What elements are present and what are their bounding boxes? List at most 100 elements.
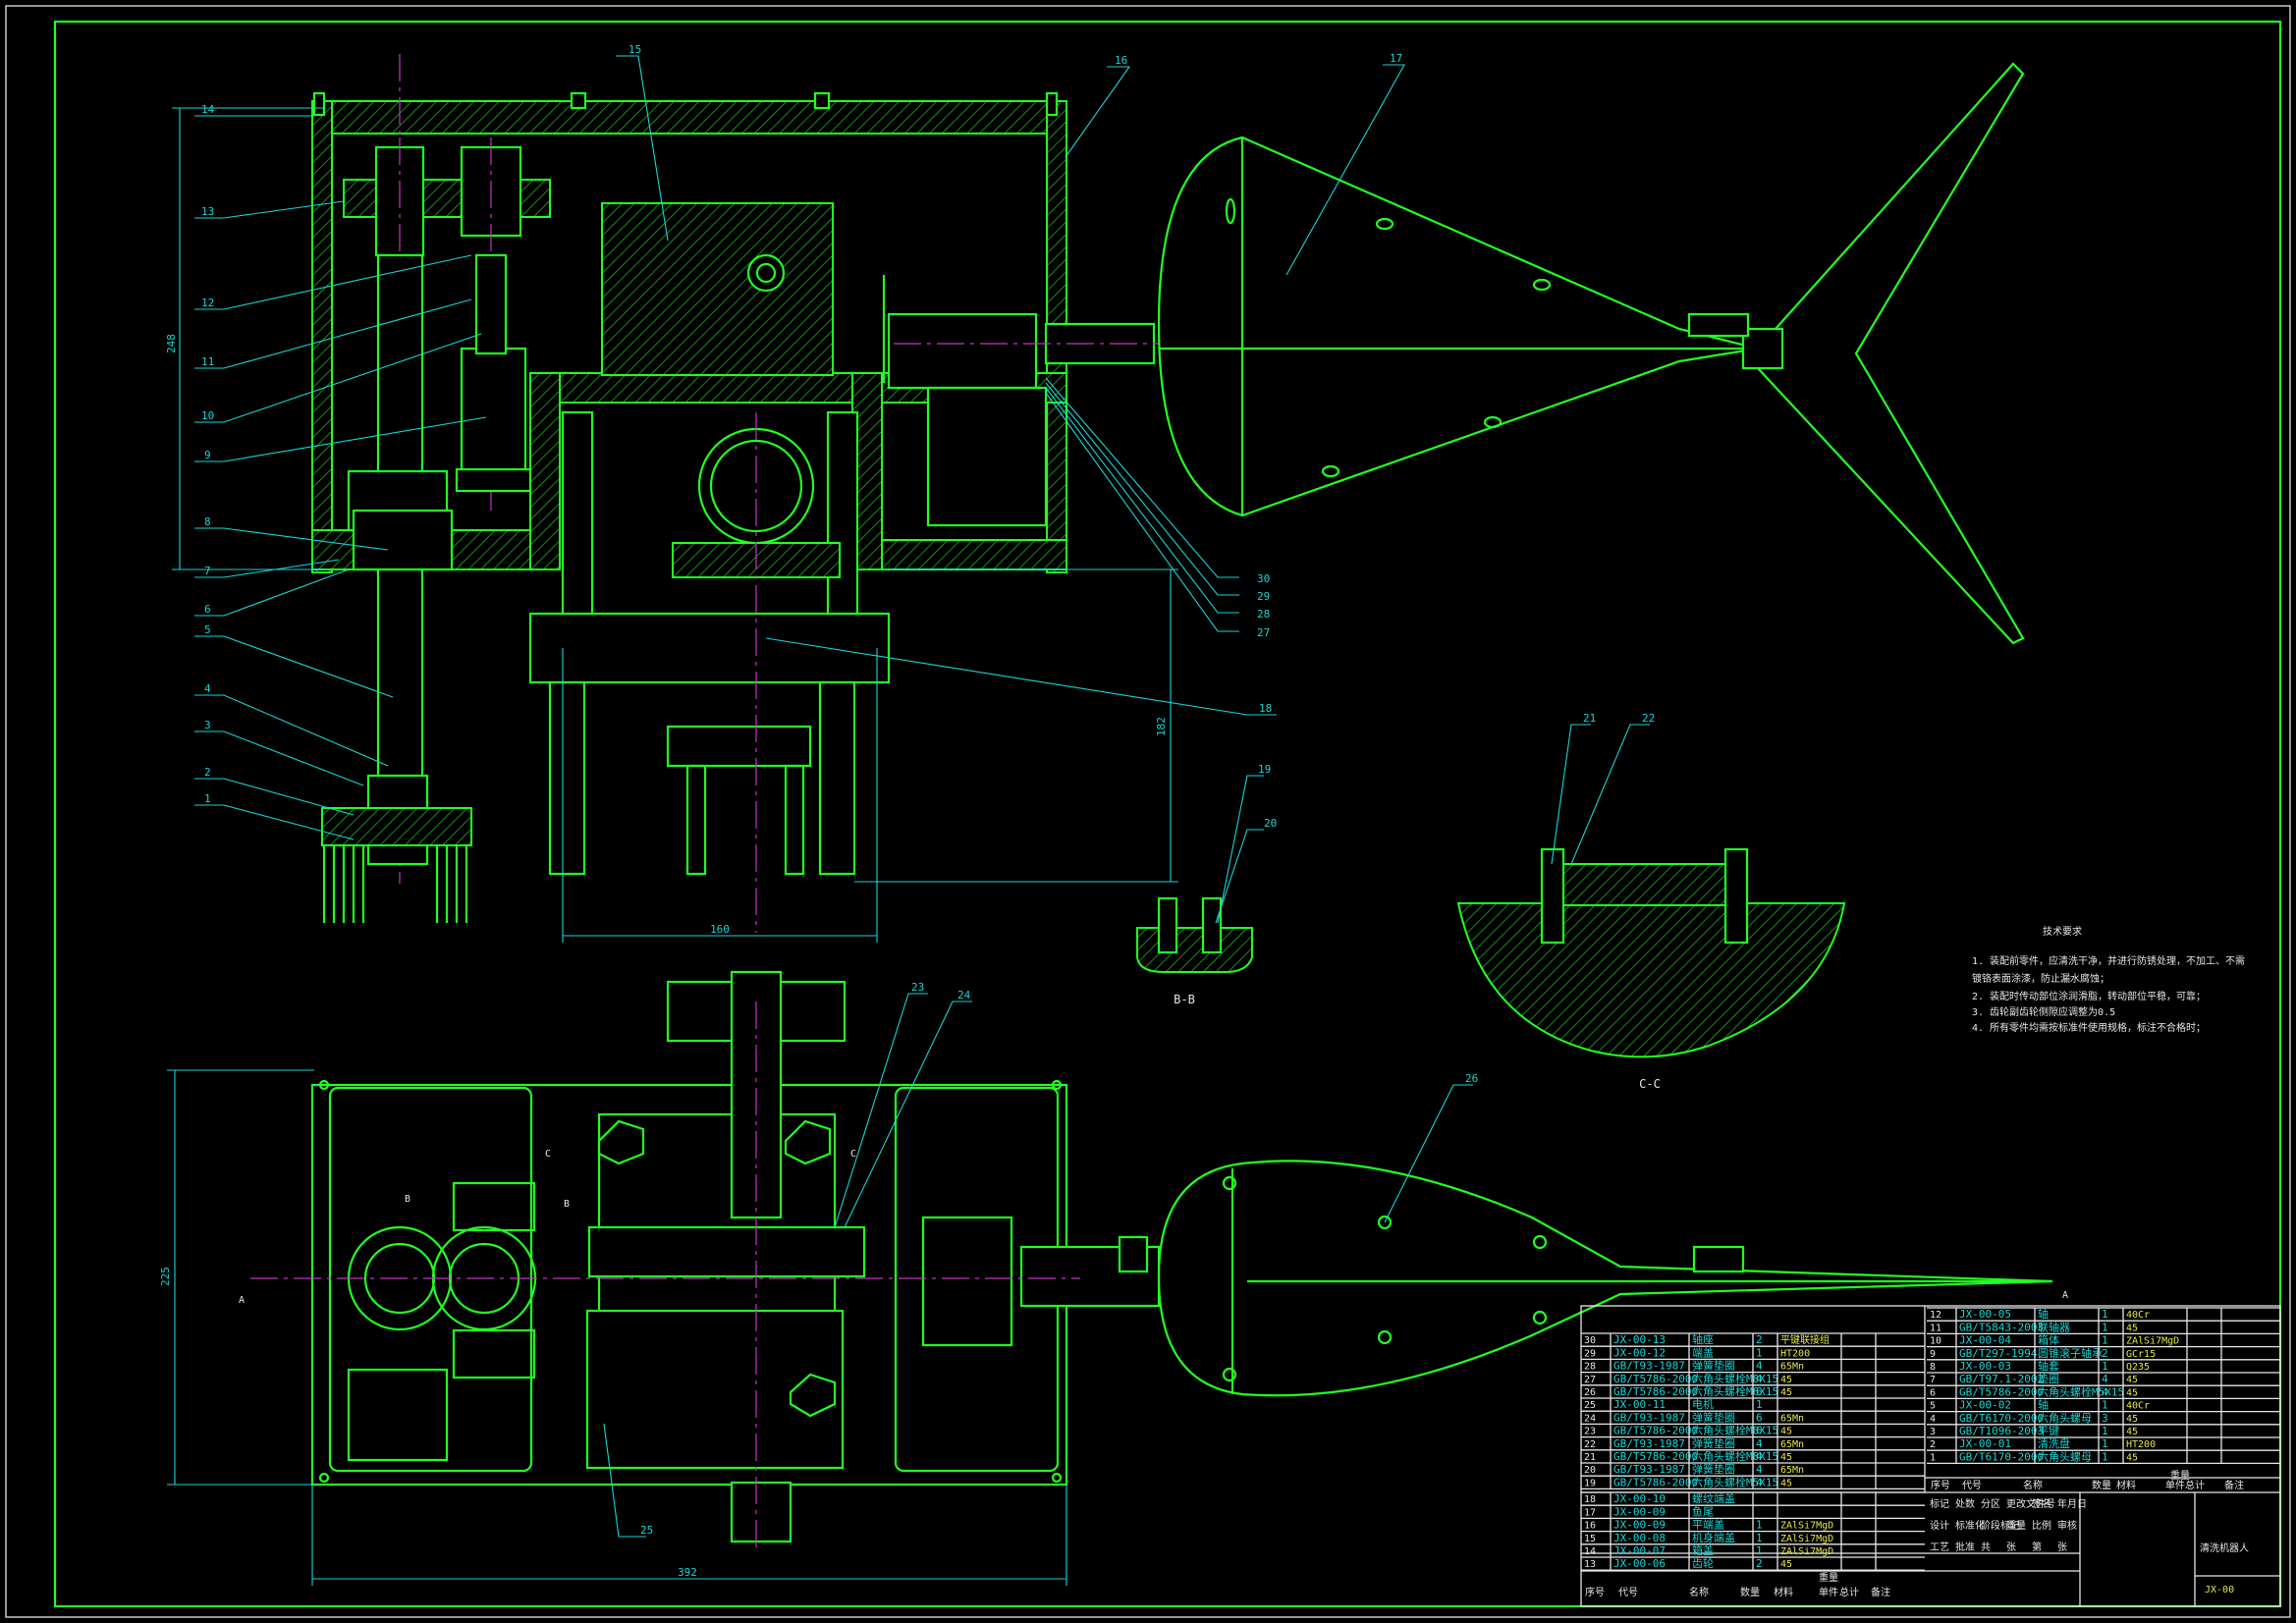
bom-lower-cell: 鱼尾: [1692, 1504, 1714, 1518]
bom-right-cell: JX-00-02: [1959, 1399, 2011, 1412]
title-block-label: 比例: [2032, 1519, 2051, 1532]
bom-right-cell: 3: [1930, 1427, 1936, 1437]
callout-15: 15: [629, 43, 641, 56]
callout-16: 16: [1115, 54, 1127, 67]
bom-right-cell: GB/T6170-2000: [1959, 1412, 2044, 1425]
bom-left-cell: HT200: [1780, 1348, 1810, 1359]
title-block-label: 张: [2006, 1542, 2016, 1553]
bom-lower-cell: 螺纹端盖: [1692, 1491, 1735, 1505]
dim-width-mid: 160: [710, 923, 730, 936]
bom-right-cell: 1: [2102, 1425, 2108, 1437]
bom-left-cell: JX-00-12: [1613, 1346, 1666, 1359]
bom-left-cell: 25: [1584, 1400, 1596, 1411]
bom-left-cell: 端盖: [1692, 1345, 1714, 1359]
bom-right-cell: 圆锥滚子轴承: [2038, 1346, 2103, 1360]
bom-left-cell: 轴座: [1692, 1332, 1714, 1346]
dim-height-left: 248: [165, 334, 178, 353]
callout-22: 22: [1642, 712, 1655, 725]
view-marker-b-right: B: [564, 1199, 570, 1210]
bom-left-cell: 4: [1756, 1360, 1763, 1373]
bom-right-cell: 垫圈: [2038, 1372, 2059, 1385]
bom-right-cell: 1: [2102, 1321, 2108, 1333]
bom-left-cell: 30: [1584, 1335, 1596, 1346]
bom-lower-header: 名称: [1689, 1586, 1709, 1598]
bom-right-header: 总计: [2185, 1479, 2205, 1491]
bom-left-cell: 45: [1780, 1375, 1792, 1385]
bom-left-cell: 弹簧垫圈: [1692, 1410, 1735, 1424]
bom-lower-cell: 1: [1756, 1544, 1763, 1557]
bom-right-cell: 1: [2102, 1399, 2108, 1412]
bom-left-cell: 2: [1756, 1333, 1763, 1346]
bom-left-cell: 21: [1584, 1452, 1596, 1463]
title-block-project: 清洗机器人: [2200, 1542, 2249, 1554]
title-block-label: 第: [2032, 1541, 2042, 1553]
bom-left-cell: 平键联接组: [1780, 1333, 1830, 1346]
bom-lower-cell: ZAlSi7MgD: [1780, 1521, 1833, 1532]
bom-left-cell: 29: [1584, 1348, 1596, 1359]
bom-right-cell: 45: [2126, 1323, 2138, 1333]
bom-lower-cell: ZAlSi7MgD: [1780, 1534, 1833, 1544]
dim-height-plan: 225: [159, 1267, 172, 1286]
bom-lower-cell: JX-00-07: [1613, 1544, 1666, 1557]
bom-right-cell: 6: [1930, 1387, 1936, 1398]
bom-left-cell: 6: [1756, 1385, 1763, 1398]
bom-right-cell: 8: [1930, 1362, 1936, 1373]
bom-lower-cell: 1: [1756, 1532, 1763, 1544]
front-section-view: [311, 54, 1178, 933]
title-block-label: 重量: [2006, 1519, 2026, 1532]
bom-lower-cell: 14: [1584, 1546, 1596, 1557]
title-block-label: 分区: [1981, 1498, 2000, 1510]
bom-right-cell: 45: [2126, 1387, 2138, 1398]
technical-requirements: 技术要求 1. 装配前零件，应清洗干净，并进行防锈处理，不加工、不需 镀铬表面涂…: [1972, 925, 2245, 1034]
bom-left-cell: GB/T5786-2000: [1613, 1450, 1698, 1463]
title-block-label: 标准化: [1955, 1519, 1985, 1532]
bom-right-weight-header: 重量: [2170, 1469, 2190, 1482]
bom-left-cell: 6: [1756, 1411, 1763, 1424]
bom-lower-header: 材料: [1774, 1586, 1793, 1598]
bom-left-cell: GB/T5786-2000: [1613, 1385, 1698, 1398]
bom-right-cell: 45: [2126, 1414, 2138, 1425]
bom-left-cell: 20: [1584, 1465, 1596, 1476]
callout-30: 30: [1257, 572, 1270, 585]
bom-left-cell: GB/T93-1987: [1613, 1411, 1685, 1424]
bom-right-cell: GB/T5843-2003: [1959, 1321, 2044, 1333]
bom-right-cell: 六角头螺栓M5X15: [2038, 1384, 2124, 1398]
callout-3: 3: [204, 719, 211, 731]
bom-left-cell: 六角头螺栓M8X15: [1692, 1449, 1778, 1463]
view-marker-a-right: A: [2062, 1290, 2068, 1301]
section-bb-label: B-B: [1174, 993, 1195, 1006]
bom-lower-cell: JX-00-08: [1613, 1532, 1666, 1544]
bom-right-cell: JX-00-05: [1959, 1308, 2011, 1321]
bom-left-cell: 弹簧垫圈: [1692, 1436, 1735, 1450]
bom-left-cell: 电机: [1692, 1397, 1714, 1411]
bom-right-cell: 六角头螺母: [2038, 1412, 2092, 1425]
bom-left-cell: 45: [1780, 1427, 1792, 1437]
bom-right-cell: 40Cr: [2126, 1401, 2150, 1412]
view-marker-c-right: C: [850, 1149, 856, 1160]
bom-left-cell: GB/T93-1987: [1613, 1360, 1685, 1373]
bom-lower-cell: 45: [1780, 1559, 1792, 1570]
bom-lower-cell: 16: [1584, 1521, 1596, 1532]
bom-right-cell: JX-00-04: [1959, 1334, 2011, 1347]
bom-lower-cell: JX-00-06: [1613, 1557, 1666, 1570]
bom-right-cell: GB/T1096-2003: [1959, 1425, 2044, 1437]
section-cc-label: C-C: [1639, 1077, 1661, 1091]
view-marker-c-left: C: [545, 1149, 551, 1160]
title-block-label: 标记: [1930, 1498, 1949, 1510]
bom-left-cell: 六角头螺栓M8X15: [1692, 1372, 1778, 1385]
tech-req-line-2: 镀铬表面涂漆，防止漏水腐蚀；: [1972, 972, 2109, 985]
bom-right-header: 材料: [2116, 1479, 2136, 1491]
callout-19: 19: [1258, 763, 1271, 776]
bom-lower-cell: 箱盖: [1692, 1543, 1714, 1557]
bom-left-cell: JX-00-13: [1613, 1333, 1666, 1346]
bom-right-header: 单件: [2165, 1480, 2185, 1491]
bom-left-cell: 六角头螺栓M5X15: [1692, 1475, 1778, 1488]
tech-req-line-1: 1. 装配前零件，应清洗干净，并进行防锈处理，不加工、不需: [1972, 954, 2245, 967]
bom-right-cell: 2: [1930, 1439, 1936, 1450]
bom-right-cell: JX-00-01: [1959, 1437, 2011, 1450]
bom-right-cell: 平键: [2038, 1424, 2059, 1437]
leader-lines: [194, 55, 1650, 1538]
bom-lower-header: 序号: [1585, 1586, 1605, 1598]
callout-26: 26: [1465, 1072, 1478, 1085]
